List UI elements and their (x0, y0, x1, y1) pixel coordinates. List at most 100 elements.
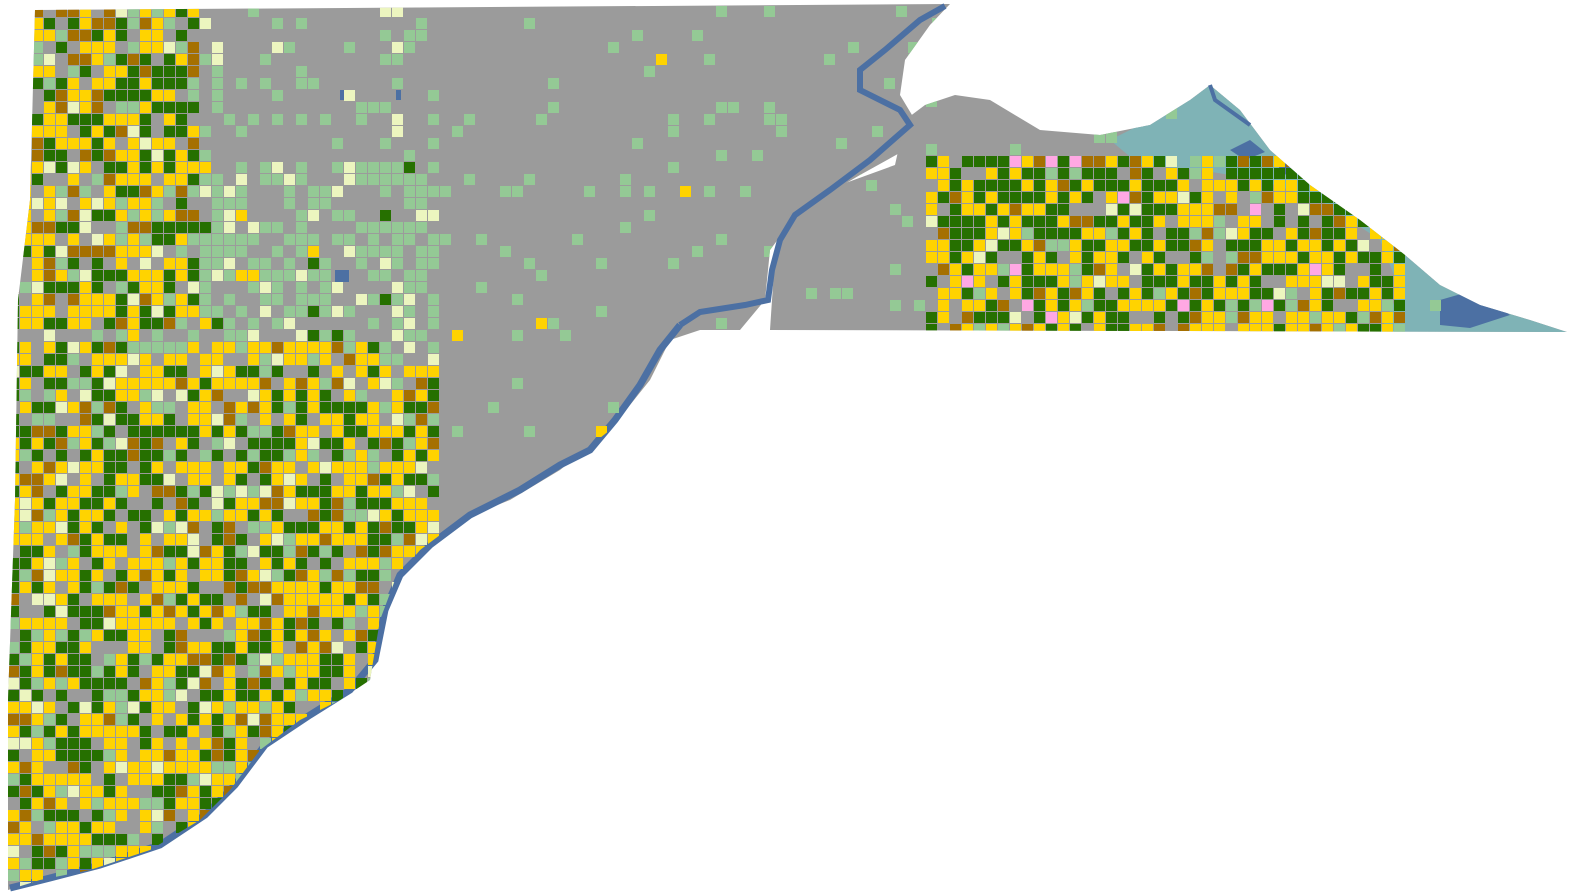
land-cover-parcel (1262, 324, 1273, 332)
land-cover-parcel (200, 162, 211, 173)
land-cover-parcel (56, 858, 67, 869)
land-cover-parcel (164, 234, 175, 245)
land-cover-parcel (1370, 204, 1381, 215)
land-cover-parcel (1034, 192, 1045, 203)
land-cover-parcel (368, 498, 379, 509)
land-cover-parcel (356, 714, 367, 725)
land-cover-parcel (1142, 156, 1153, 167)
land-cover-parcel (8, 306, 19, 317)
land-cover-parcel (428, 294, 439, 305)
land-cover-parcel (8, 846, 19, 857)
land-cover-parcel (32, 702, 43, 713)
land-cover-parcel (1286, 168, 1297, 179)
land-cover-parcel (1106, 216, 1117, 227)
land-cover-parcel (1298, 312, 1309, 323)
land-cover-parcel (188, 810, 199, 821)
land-cover-parcel (140, 270, 151, 281)
land-cover-parcel (1250, 156, 1261, 167)
land-cover-parcel (164, 186, 175, 197)
land-cover-parcel (1382, 192, 1393, 203)
land-cover-parcel (56, 570, 67, 581)
land-cover-parcel (176, 438, 187, 449)
land-cover-parcel (380, 570, 391, 581)
land-cover-parcel (104, 294, 115, 305)
land-cover-parcel (764, 522, 775, 533)
land-cover-parcel (692, 882, 703, 890)
land-cover-parcel (8, 570, 19, 581)
land-cover-parcel (176, 726, 187, 737)
land-cover-parcel (272, 294, 283, 305)
land-cover-parcel (1370, 180, 1381, 191)
land-cover-parcel (164, 66, 175, 77)
land-cover-parcel (1202, 204, 1213, 215)
land-cover-parcel (140, 558, 151, 569)
land-cover-parcel (404, 738, 415, 749)
land-cover-parcel (236, 618, 247, 629)
land-cover-parcel (572, 234, 583, 245)
land-cover-parcel (428, 798, 439, 809)
land-cover-parcel (80, 270, 91, 281)
land-cover-parcel (68, 546, 79, 557)
land-cover-parcel (356, 750, 367, 761)
land-cover-parcel (8, 522, 19, 533)
land-cover-parcel (1082, 156, 1093, 167)
land-cover-parcel (416, 30, 427, 41)
land-cover-parcel (80, 750, 91, 761)
land-cover-parcel (308, 330, 319, 341)
land-cover-parcel (1034, 300, 1045, 311)
land-cover-parcel (632, 762, 643, 773)
land-cover-parcel (56, 618, 67, 629)
land-cover-parcel (416, 18, 427, 29)
land-cover-parcel (32, 306, 43, 317)
land-cover-parcel (368, 846, 379, 857)
land-cover-parcel (356, 162, 367, 173)
land-cover-parcel (332, 858, 343, 869)
land-cover-parcel (176, 534, 187, 545)
land-cover-parcel (368, 870, 379, 881)
land-cover-parcel (32, 438, 43, 449)
land-cover-parcel (1022, 168, 1033, 179)
land-cover-parcel (32, 126, 43, 137)
east-water-body-2 (1230, 140, 1265, 160)
land-cover-parcel (164, 222, 175, 233)
land-cover-parcel (188, 714, 199, 725)
land-cover-parcel (962, 216, 973, 227)
land-cover-parcel (920, 882, 931, 890)
land-cover-parcel (308, 822, 319, 833)
land-cover-parcel (152, 690, 163, 701)
land-cover-parcel (1286, 288, 1297, 299)
land-cover-parcel (1310, 168, 1321, 179)
land-cover-parcel (44, 630, 55, 641)
land-cover-parcel (392, 294, 403, 305)
land-cover-parcel (68, 522, 79, 533)
land-cover-parcel (1034, 216, 1045, 227)
land-cover-parcel (356, 522, 367, 533)
land-cover-parcel (1226, 204, 1237, 215)
land-cover-parcel (272, 42, 283, 53)
land-cover-parcel (212, 366, 223, 377)
land-cover-parcel (1298, 264, 1309, 275)
land-cover-parcel (20, 54, 31, 65)
land-cover-parcel (368, 738, 379, 749)
land-cover-parcel (716, 6, 727, 17)
land-cover-parcel (212, 234, 223, 245)
land-cover-parcel (188, 342, 199, 353)
land-cover-parcel (332, 522, 343, 533)
land-cover-parcel (44, 522, 55, 533)
land-cover-parcel (212, 378, 223, 389)
land-cover-parcel (1334, 288, 1345, 299)
land-cover-parcel (68, 462, 79, 473)
land-cover-parcel (368, 582, 379, 593)
land-cover-parcel (332, 450, 343, 461)
land-cover-parcel (962, 300, 973, 311)
land-cover-parcel (152, 102, 163, 113)
land-cover-parcel (308, 834, 319, 845)
land-cover-parcel (308, 342, 319, 353)
land-cover-parcel (236, 702, 247, 713)
land-cover-parcel (92, 414, 103, 425)
land-cover-parcel (296, 486, 307, 497)
land-cover-parcel (392, 786, 403, 797)
land-cover-parcel (200, 558, 211, 569)
land-cover-parcel (1106, 240, 1117, 251)
land-cover-parcel (44, 882, 55, 890)
